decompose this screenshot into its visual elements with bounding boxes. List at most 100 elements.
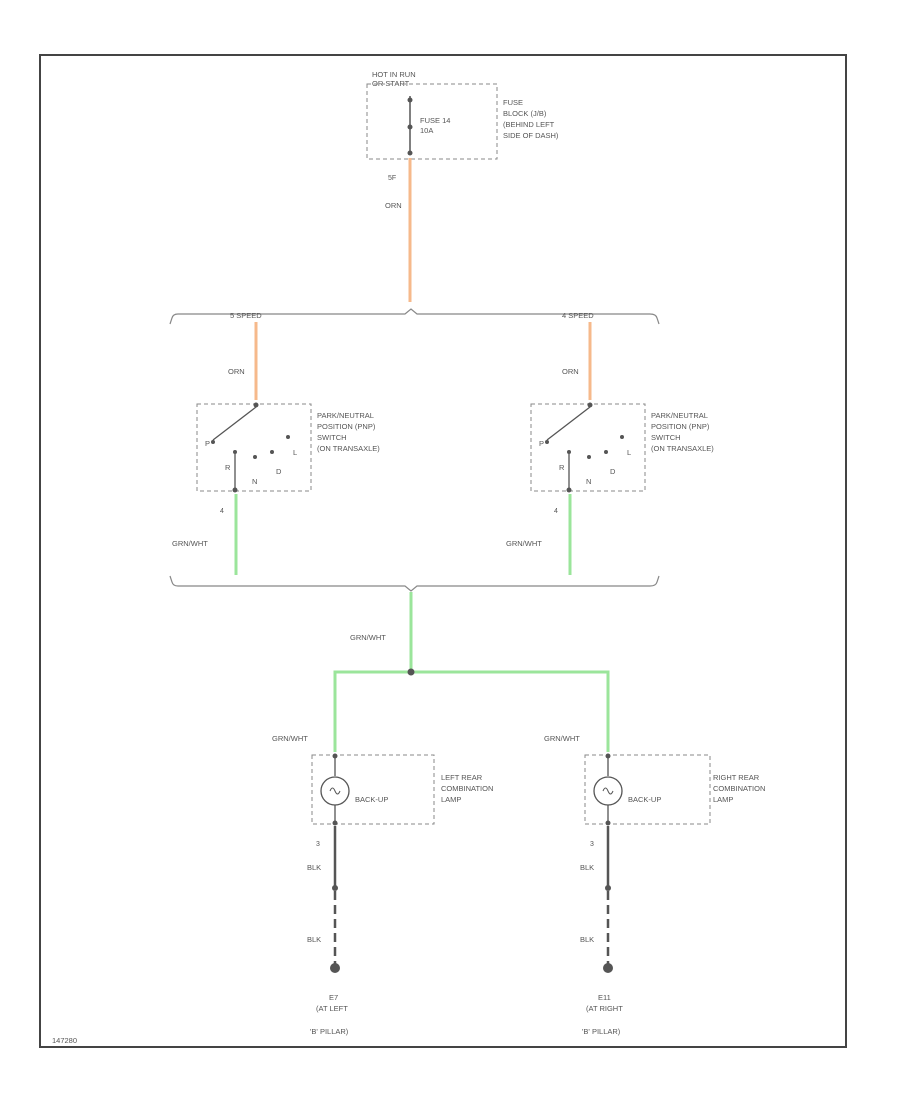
fuse-terminal-mid <box>407 124 413 130</box>
right-bulb-filament <box>602 787 614 795</box>
pnp-switch-left: P R N D L PARK/NEUTRAL POSITION (PNP) SW… <box>196 402 380 515</box>
pnp-right-contact-p <box>545 440 549 444</box>
pnp-left-contact-d <box>270 450 274 454</box>
pnp-left-pos-l: L <box>293 448 297 457</box>
left-lamp-outline <box>311 754 435 825</box>
pnp-right-contact-d <box>604 450 608 454</box>
right-lamp-label-1: RIGHT REAR <box>713 773 760 782</box>
diagram-id: 147280 <box>52 1036 77 1045</box>
pnp-left-pos-p: P <box>205 439 210 448</box>
pnp-right-label-1: PARK/NEUTRAL <box>651 411 708 420</box>
left-bulb-filament <box>329 787 341 795</box>
left-ground-icon <box>330 963 340 973</box>
pnp-left-contact-r <box>233 450 237 454</box>
pnp-left-contact-l <box>286 435 290 439</box>
wire-grnwht-label-right: GRN/WHT <box>506 539 542 548</box>
diagram-border <box>39 54 847 1048</box>
pnp-right-label-4: (ON TRANSAXLE) <box>651 444 714 453</box>
variant-right-label: 4 SPEED <box>562 311 594 320</box>
pnp-left-label-1: PARK/NEUTRAL <box>317 411 374 420</box>
pnp-left-label-2: POSITION (PNP) <box>317 422 376 431</box>
left-lamp-pin-out: 3 <box>316 841 320 848</box>
pnp-left-output-terminal <box>232 487 238 493</box>
pnp-right-contact-l <box>620 435 624 439</box>
right-ground-id: E11 <box>598 993 611 1002</box>
pnp-right-pos-l: L <box>627 448 631 457</box>
pnp-right-contact-n <box>587 455 591 459</box>
left-rear-combination-lamp: BACK-UP LEFT REAR COMBINATION LAMP 3 <box>311 753 493 848</box>
wire-orn-label-main: ORN <box>385 201 402 210</box>
fuse-block-label-1: FUSE <box>503 98 523 107</box>
pnp-right-pin-out: 4 <box>554 508 558 515</box>
wire-grnwht-label-left: GRN/WHT <box>172 539 208 548</box>
pnp-left-pin-out: 4 <box>220 508 224 515</box>
pnp-switch-right: P R N D L PARK/NEUTRAL POSITION (PNP) SW… <box>530 402 714 515</box>
pnp-right-output-terminal <box>566 487 572 493</box>
fuse-pin-label: 5F <box>388 175 396 182</box>
pnp-left-contact-p <box>211 440 215 444</box>
left-lamp-terminal-bottom <box>332 820 338 826</box>
left-ground-location-2: 'B' PILLAR) <box>310 1027 349 1036</box>
pnp-right-wiper <box>546 406 591 441</box>
variant-left-label: 5 SPEED <box>230 311 262 320</box>
fuse-supply-line1: HOT IN RUN <box>372 70 416 79</box>
right-ground-connector <box>605 885 611 891</box>
variant-bracket-bottom <box>169 575 660 592</box>
left-bulb-label: BACK-UP <box>355 795 388 804</box>
fuse-terminal-bottom <box>407 150 413 156</box>
right-bulb-label: BACK-UP <box>628 795 661 804</box>
splice-dot <box>407 668 415 676</box>
right-lamp-terminal-top <box>605 753 611 759</box>
right-lamp-label-2: COMBINATION <box>713 784 765 793</box>
wire-orn-label-right: ORN <box>562 367 579 376</box>
right-ground-location-2: 'B' PILLAR) <box>582 1027 621 1036</box>
pnp-right-pos-r: R <box>559 463 565 472</box>
fuse-block-outline <box>366 83 498 160</box>
left-lamp-label-3: LAMP <box>441 795 461 804</box>
wire-blk-label-left-upper: BLK <box>307 863 321 872</box>
pnp-left-pos-r: R <box>225 463 231 472</box>
pnp-right-pos-d: D <box>610 467 616 476</box>
right-rear-combination-lamp: BACK-UP RIGHT REAR COMBINATION LAMP 3 <box>584 753 765 848</box>
wire-grnwht-split <box>333 670 610 752</box>
right-lamp-outline <box>584 754 711 825</box>
wire-grnwht-label-right-lamp: GRN/WHT <box>544 734 580 743</box>
wire-blk-label-left-lower: BLK <box>307 935 321 944</box>
wire-orn-label-left: ORN <box>228 367 245 376</box>
pnp-left-pos-n: N <box>252 477 257 486</box>
right-lamp-label-3: LAMP <box>713 795 733 804</box>
pnp-right-label-2: POSITION (PNP) <box>651 422 710 431</box>
left-lamp-label-1: LEFT REAR <box>441 773 483 782</box>
right-lamp-terminal-bottom <box>605 820 611 826</box>
left-ground-id: E7 <box>329 993 338 1002</box>
right-lamp-pin-out: 3 <box>590 841 594 848</box>
fuse-terminal-top <box>407 97 413 103</box>
fuse-name-line2: 10A <box>420 126 433 135</box>
wire-grnwht-label-trunk: GRN/WHT <box>350 633 386 642</box>
left-lamp-label-2: COMBINATION <box>441 784 493 793</box>
fuse-block-label-4: SIDE OF DASH) <box>503 131 559 140</box>
variant-bracket-top <box>169 308 660 325</box>
wire-blk-label-right-lower: BLK <box>580 935 594 944</box>
pnp-left-label-4: (ON TRANSAXLE) <box>317 444 380 453</box>
left-ground-connector <box>332 885 338 891</box>
right-ground-icon <box>603 963 613 973</box>
fuse-block: HOT IN RUN OR START FUSE 14 10A FUSE BLO… <box>366 70 559 182</box>
fuse-block-label-2: BLOCK (J/B) <box>503 109 547 118</box>
left-lamp-terminal-top <box>332 753 338 759</box>
left-ground-location-1: (AT LEFT <box>316 1004 348 1013</box>
pnp-left-input-terminal <box>253 402 259 408</box>
right-ground-location-1: (AT RIGHT <box>586 1004 623 1013</box>
fuse-name-line1: FUSE 14 <box>420 116 450 125</box>
pnp-right-contact-r <box>567 450 571 454</box>
wire-blk-label-right-upper: BLK <box>580 863 594 872</box>
pnp-right-pos-n: N <box>586 477 591 486</box>
pnp-left-label-3: SWITCH <box>317 433 347 442</box>
wire-grnwht-label-left-lamp: GRN/WHT <box>272 734 308 743</box>
pnp-right-label-3: SWITCH <box>651 433 681 442</box>
fuse-block-label-3: (BEHIND LEFT <box>503 120 555 129</box>
pnp-right-input-terminal <box>587 402 593 408</box>
pnp-left-contact-n <box>253 455 257 459</box>
pnp-left-pos-d: D <box>276 467 282 476</box>
